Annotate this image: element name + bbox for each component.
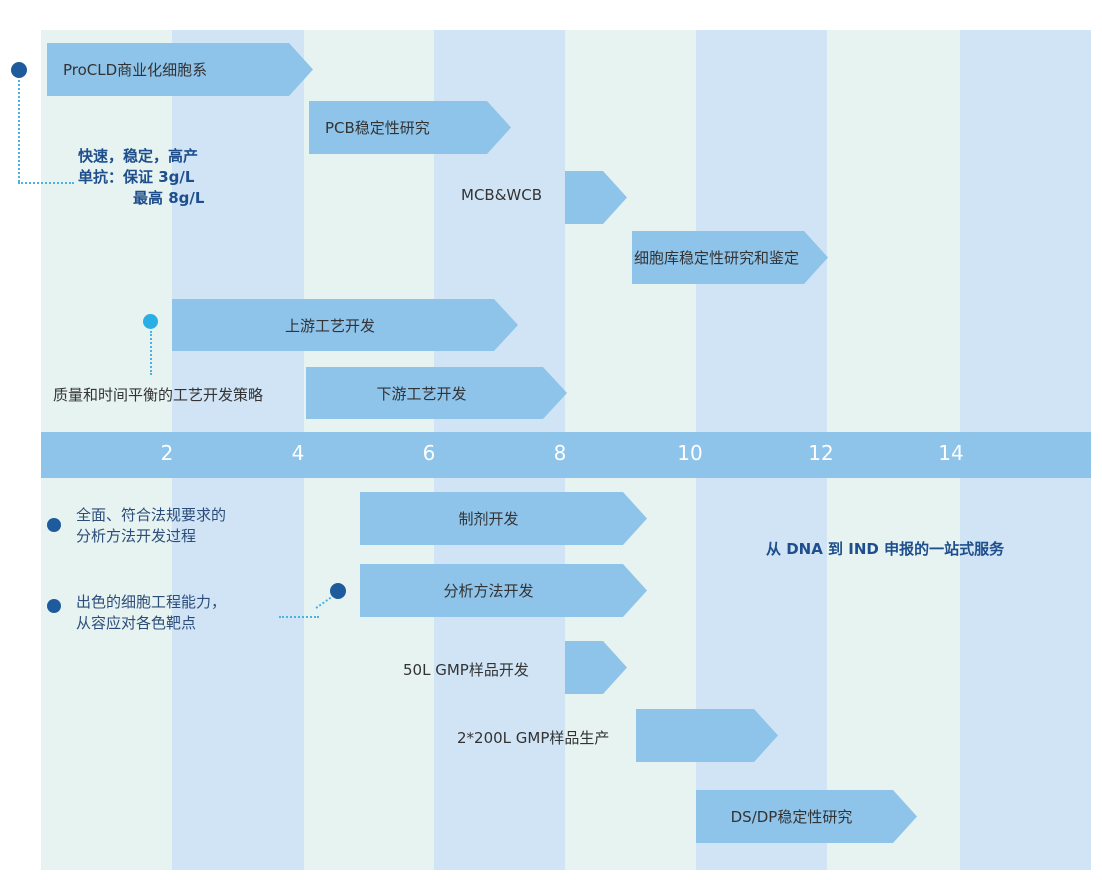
cell-line-connector-vertical [18,80,20,182]
process-strategy-dot [143,314,158,329]
task-arrow-cell-bank-study: 细胞库稳定性研究和鉴定 [632,231,828,284]
timeline-axis [41,432,1091,478]
axis-tick-6: 6 [422,441,436,465]
task-label-ds-dp-stability: DS/DP稳定性研究 [730,808,853,826]
task-arrow-upstream: 上游工艺开发 [172,299,518,351]
axis-tick-2: 2 [160,441,174,465]
cell-line-note-1: 快速，稳定，高产 [78,147,199,165]
task-arrow-pcb: PCB稳定性研究 [309,101,511,154]
cell-line-dot [11,62,27,78]
task-label-analytics: 分析方法开发 [443,582,534,600]
cell-line-connector-horizontal [18,182,74,184]
engineering-connector [279,616,319,618]
task-label-downstream: 下游工艺开发 [376,384,467,403]
process-strategy-connector [150,331,152,375]
task-arrow-downstream: 下游工艺开发 [306,367,567,419]
task-arrow-ds-dp-stability: DS/DP稳定性研究 [696,790,917,843]
task-label-formulation: 制剂开发 [458,510,519,528]
axis-tick-12: 12 [808,441,834,465]
task-arrow-formulation: 制剂开发 [360,492,647,545]
analytics-note-1: 全面、符合法规要求的 [76,506,227,524]
axis-tick-8: 8 [553,441,567,465]
engineering-target-dot [330,583,346,599]
engineering-note-2: 从容应对各色靶点 [76,614,197,632]
axis-tick-14: 14 [938,441,964,465]
task-arrow-analytics: 分析方法开发 [360,564,647,617]
task-label-upstream: 上游工艺开发 [284,316,375,335]
task-label-pcb: PCB稳定性研究 [325,119,430,137]
analytics-note-2: 分析方法开发过程 [76,527,197,545]
analytics-note-dot [47,518,61,532]
cell-line-note-3: 最高 8g/L [133,189,205,207]
axis-tick-10: 10 [677,441,703,465]
task-label-mcb-wcb: MCB&WCB [461,186,542,204]
process-strategy-note: 质量和时间平衡的工艺开发策略 [53,386,264,404]
task-arrow-procld: ProCLD商业化细胞系 [47,43,313,96]
task-arrow-200l-gmp [636,709,778,762]
task-label-200l-gmp: 2*200L GMP样品生产 [457,729,610,747]
cell-line-note-2: 单抗：保证 3g/L [78,168,195,186]
engineering-note-1: 出色的细胞工程能力， [76,593,227,611]
task-label-cell-bank-study: 细胞库稳定性研究和鉴定 [634,249,800,267]
axis-tick-4: 4 [291,441,305,465]
engineering-note-dot [47,599,61,613]
task-label-50l-gmp: 50L GMP样品开发 [403,661,529,679]
task-label-procld: ProCLD商业化细胞系 [63,61,208,79]
service-headline: 从 DNA 到 IND 申报的一站式服务 [766,540,1005,558]
